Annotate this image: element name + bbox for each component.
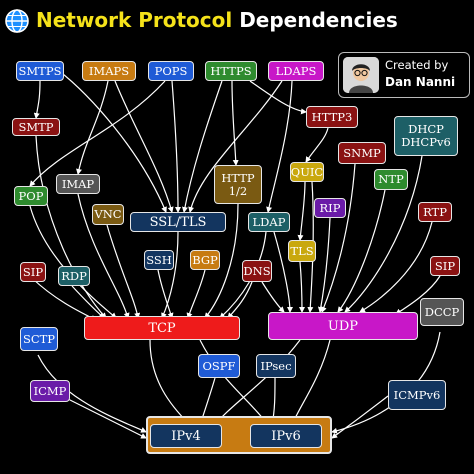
title-part-1: Network Protocol [36, 8, 233, 32]
page-title: Network Protocol Dependencies [36, 6, 398, 34]
title-part-2: Dependencies [239, 8, 398, 32]
node-tcp: TCP [84, 316, 240, 340]
edge-pops-pop [29, 80, 166, 187]
node-https: HTTPS [205, 61, 257, 81]
node-ipsec: IPsec [256, 354, 296, 378]
node-smtp: SMTP [12, 118, 60, 136]
edge-ntp-udp [337, 189, 386, 313]
edge-http12-tcp [204, 203, 239, 319]
edge-quic-tls [297, 181, 306, 241]
edge-icmpv6-ipv6 [331, 395, 389, 439]
edge-imap-tcp [77, 193, 130, 319]
edge-https-http3 [249, 80, 307, 115]
node-icmpv6: ICMPv6 [388, 380, 446, 410]
node-pop: POP [14, 186, 48, 206]
globe-icon [5, 9, 29, 33]
edge-rip-udp [317, 217, 331, 313]
node-rip: RIP [314, 198, 346, 218]
node-vnc: VNC [92, 204, 124, 225]
node-ssltls: SSL/TLS [130, 212, 226, 232]
edge-https-ssltls [181, 80, 223, 213]
edge-ssh-tcp [157, 269, 174, 319]
node-sctp: SCTP [20, 327, 58, 351]
edge-tls-udp [298, 261, 305, 313]
edge-dns-tcp [227, 281, 253, 319]
node-http12: HTTP 1/2 [214, 165, 262, 204]
edge-smtp-tcp [35, 135, 107, 319]
node-ldap: LDAP [248, 212, 290, 232]
node-ssh: SSH [144, 250, 174, 270]
node-dns: DNS [242, 260, 272, 282]
edge-sctp-ipv4 [37, 354, 147, 433]
node-sip-right: SIP [430, 256, 460, 276]
edge-ldaps-ldap [266, 80, 293, 213]
node-ntp: NTP [374, 169, 408, 190]
node-udp: UDP [268, 312, 418, 340]
edge-https-http12 [231, 80, 239, 166]
edge-rtp-udp [359, 221, 433, 313]
edge-dhcp-udp [344, 155, 423, 313]
edge-smtps-smtp [33, 80, 41, 119]
edge-tcp-ipv6 [199, 339, 269, 426]
edge-imaps-imap [76, 80, 109, 175]
avatar [343, 57, 379, 93]
node-rdp: RDP [58, 266, 90, 286]
edge-http3-quic [305, 127, 329, 163]
node-ldaps: LDAPS [268, 61, 324, 81]
edge-tcp-ipv4 [149, 339, 191, 426]
edge-bgp-tcp [186, 269, 206, 319]
edge-dns-udp [261, 281, 285, 313]
edge-imaps-ssltls [114, 80, 174, 213]
edge-pops-ssltls [171, 80, 181, 213]
node-rtp: RTP [418, 202, 452, 222]
node-imaps: IMAPS [82, 61, 136, 81]
person-avatar-icon [343, 57, 379, 93]
edge-ldaps-ssltls [188, 80, 283, 213]
edge-vnc-tcp [106, 224, 141, 319]
node-bgp: BGP [190, 250, 220, 270]
node-dccp: DCCP [420, 298, 464, 326]
credit-line-1: Created by [385, 58, 449, 72]
node-tls: TLS [288, 240, 316, 262]
credit-author: Dan Nanni [385, 75, 456, 89]
node-smtps: SMTPS [16, 61, 64, 81]
node-imap: IMAP [56, 174, 100, 194]
credit-badge: Created by Dan Nanni [338, 52, 470, 98]
edge-ldap-udp [273, 231, 293, 313]
edge-snmp-udp [321, 163, 356, 313]
edge-udp-ipv6 [291, 339, 331, 426]
node-ipv6: IPv6 [250, 424, 322, 448]
node-sip-left: SIP [20, 262, 46, 282]
edge-ssltls-tcp [161, 231, 179, 319]
node-quic: QUIC [290, 162, 324, 182]
node-pops: POPS [148, 61, 194, 81]
edge-sipright-udp [395, 275, 441, 315]
node-ospf: OSPF [198, 354, 240, 378]
node-ipv4: IPv4 [150, 424, 222, 448]
node-icmp: ICMP [30, 380, 70, 402]
node-http3: HTTP3 [306, 106, 358, 128]
edge-icmp-ipv4 [57, 393, 147, 439]
edge-ldap-tcp [219, 231, 267, 319]
node-dhcp: DHCP DHCPv6 [394, 116, 458, 156]
node-snmp: SNMP [338, 142, 386, 164]
edge-rdp-tcp [71, 285, 105, 319]
edge-smtps-ssltls [57, 69, 167, 213]
